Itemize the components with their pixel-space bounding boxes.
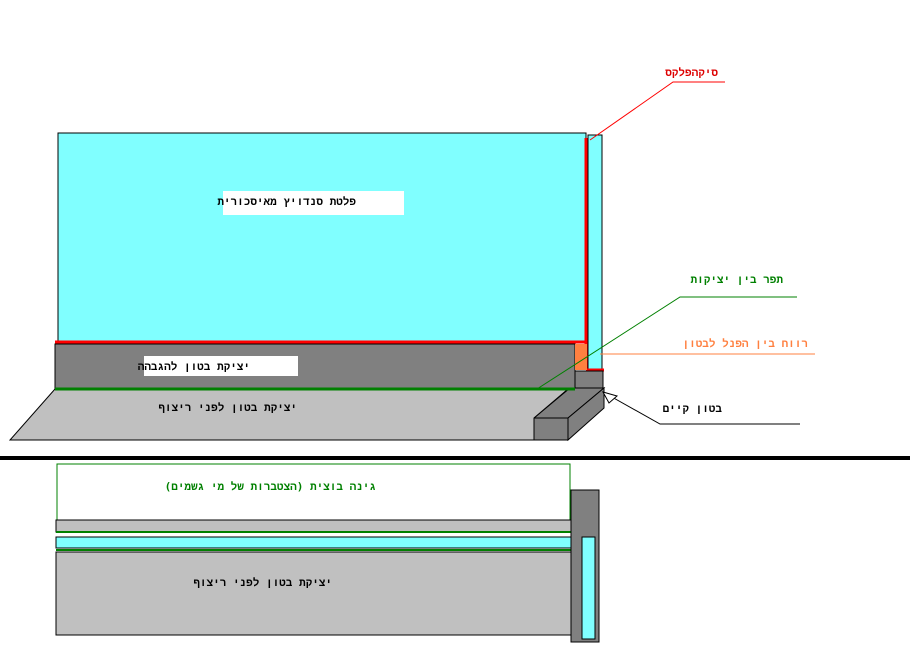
sikaflex-leader [589,81,725,141]
gap-fill [575,344,587,370]
joint-leader [536,296,797,390]
floor-slab [8,388,570,441]
plan-slab [55,551,573,636]
sandwich-label-box [223,191,404,215]
plan-strip-grey [55,519,573,533]
plan-panel-strip [55,536,581,549]
sandwich-panel [57,132,587,343]
existing-concrete-leader [602,391,800,425]
existing-concrete-label: בטון קיים [663,402,723,415]
plan-panel-edge [581,536,596,640]
sandwich-panel-label: פלטת סנדויץ מאיסכורית [217,195,356,208]
raise-label-box [144,356,298,376]
floor-slab-label: יציקת בטון לפני ריצוף [158,401,297,414]
gap-label: רווח בין הפנל לבטון [683,337,809,350]
raise-concrete-label: יציקת בטון להגבהה [138,360,250,373]
sikaflex-label: סיקהפלקס [665,66,718,79]
existing-concrete-front [533,417,569,441]
existing-concrete-top [574,370,604,390]
roof-garden-label: גינה בוצית (הצטברות של מי גשמים) [165,480,376,493]
arrow-head-icon [601,391,619,404]
raise-concrete [54,343,576,390]
joint-label: תפר בין יציקות [691,273,784,286]
existing-concrete-side [567,386,605,442]
plan-slab-label: יציקת בטון לפני ריצוף [193,576,332,589]
panel-edge [587,134,603,372]
